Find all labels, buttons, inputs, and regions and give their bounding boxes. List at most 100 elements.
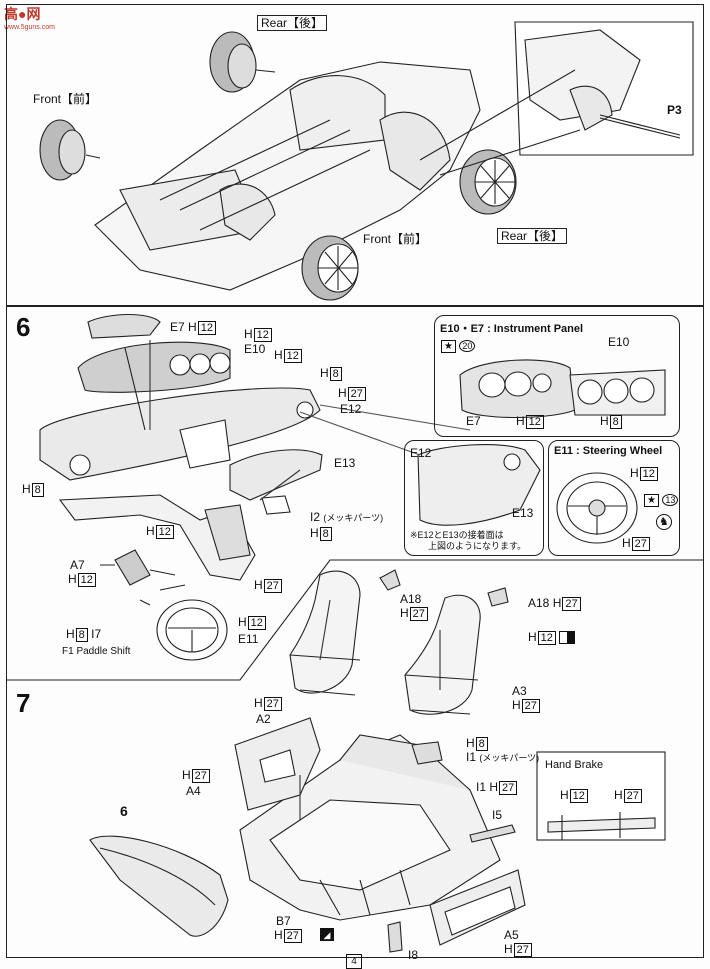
label-i2: I2 (メッキパーツ): [310, 510, 383, 525]
paint-h: H: [274, 348, 283, 362]
label-rear-top: Rear【後】: [257, 15, 328, 31]
paint-h27: 27: [263, 579, 282, 593]
paint-h: H: [552, 596, 562, 610]
paint-h: H: [466, 736, 475, 750]
wheel-front-left: [39, 119, 101, 181]
paint-code-13: 13: [662, 494, 679, 506]
step-divider: [6, 559, 704, 681]
part-i1: I1: [466, 750, 477, 764]
paint-h27: 27: [499, 781, 518, 795]
paint-h: H: [146, 524, 155, 538]
paint-h: H: [560, 788, 569, 802]
label-front-bottom: Front【前】: [363, 232, 428, 246]
steering-wheel-inset-drawing: [556, 472, 638, 544]
dashboard-drawing: [39, 314, 321, 481]
paint-h12: 12: [525, 415, 544, 429]
horse-decal-icon: ♞: [656, 514, 672, 530]
label-joint-e12: E12: [410, 446, 432, 460]
paint-h12: 12: [197, 321, 216, 335]
seat-right-drawing: [404, 587, 509, 715]
hand-brake-drawing: [411, 741, 516, 843]
part-i1: I1: [476, 780, 487, 794]
joint-note-line1: ※E12とE13の接着面は: [410, 530, 504, 540]
chassis-drawing: [94, 61, 481, 291]
hand-brake-title: Hand Brake: [545, 759, 604, 771]
paint-h: H: [274, 928, 283, 942]
watermark-url: www.5guns.com: [4, 24, 55, 31]
instrument-panel-inset: [434, 315, 680, 437]
label-b7: B7: [276, 914, 291, 928]
part-i7: I7: [91, 627, 102, 641]
paint-h: H: [600, 414, 609, 428]
part-e7: E7: [170, 320, 185, 334]
label-e10: E10: [244, 342, 266, 356]
instrument-panel-drawing: [459, 359, 666, 418]
label-a2: A2: [256, 712, 271, 726]
paint-h: H: [630, 466, 639, 480]
instrument-panel-title: E10・E7 : Instrument Panel: [440, 323, 584, 335]
label-joint-e13: E13: [512, 506, 534, 520]
paint-h12: 12: [569, 789, 588, 803]
paint-h: H: [400, 606, 409, 620]
wheel-rear-top: [209, 31, 276, 93]
joint-detail-drawing: [299, 404, 541, 526]
wheel-rear-right: [459, 149, 517, 215]
watermark-logo: 高●网 www.5guns.com: [4, 4, 55, 31]
label-a4: A4: [186, 784, 201, 798]
label-rear-right: Rear【後】: [497, 228, 568, 244]
paint-h27: 27: [347, 387, 366, 401]
label-i5: I5: [492, 808, 503, 822]
step-number-6: 6: [16, 312, 31, 342]
dashboard-assembled-drawing: [89, 835, 229, 937]
paint-h8: 8: [609, 415, 622, 429]
step5-frame: [6, 4, 704, 306]
paint-h: H: [512, 698, 521, 712]
paint-h: H: [22, 482, 31, 496]
paint-marker-20: ★ 20: [441, 338, 476, 354]
paint-h8: 8: [31, 483, 44, 497]
part-i2: I2: [310, 510, 321, 524]
paint-h12: 12: [639, 467, 658, 481]
two-tone-paint-icon: [559, 631, 576, 645]
wheel-front-bottom: [301, 235, 359, 301]
label-a7: A7: [70, 558, 85, 572]
joint-detail-inset: [404, 440, 544, 556]
paint-h12: 12: [283, 349, 302, 363]
paint-h: H: [68, 572, 77, 586]
paint-code-20: 20: [459, 340, 476, 352]
paint-h: H: [320, 366, 329, 380]
paint-h27: 27: [513, 943, 532, 957]
label-paddle-shift: F1 Paddle Shift: [62, 646, 131, 657]
paint-h: H: [528, 630, 537, 644]
label-inst-e10: E10: [608, 335, 630, 349]
label-a3: A3: [512, 684, 527, 698]
label-e12: E12: [340, 402, 362, 416]
paint-h: H: [614, 788, 623, 802]
paint-h12: 12: [155, 525, 174, 539]
label-i1-chrome: I1 (メッキパーツ): [466, 750, 539, 765]
paint-h: H: [238, 615, 247, 629]
center-console-drawing: [58, 449, 323, 581]
steering-wheel-drawing: [156, 599, 228, 661]
chrome-part-note: (メッキパーツ): [479, 753, 540, 763]
paint-h27: 27: [191, 769, 210, 783]
paint-marker-13: ★ 13: [644, 492, 679, 508]
paint-h: H: [66, 627, 75, 641]
paint-h: H: [310, 526, 319, 540]
paint-h: H: [489, 780, 499, 794]
label-sub-6: 6: [120, 803, 128, 819]
